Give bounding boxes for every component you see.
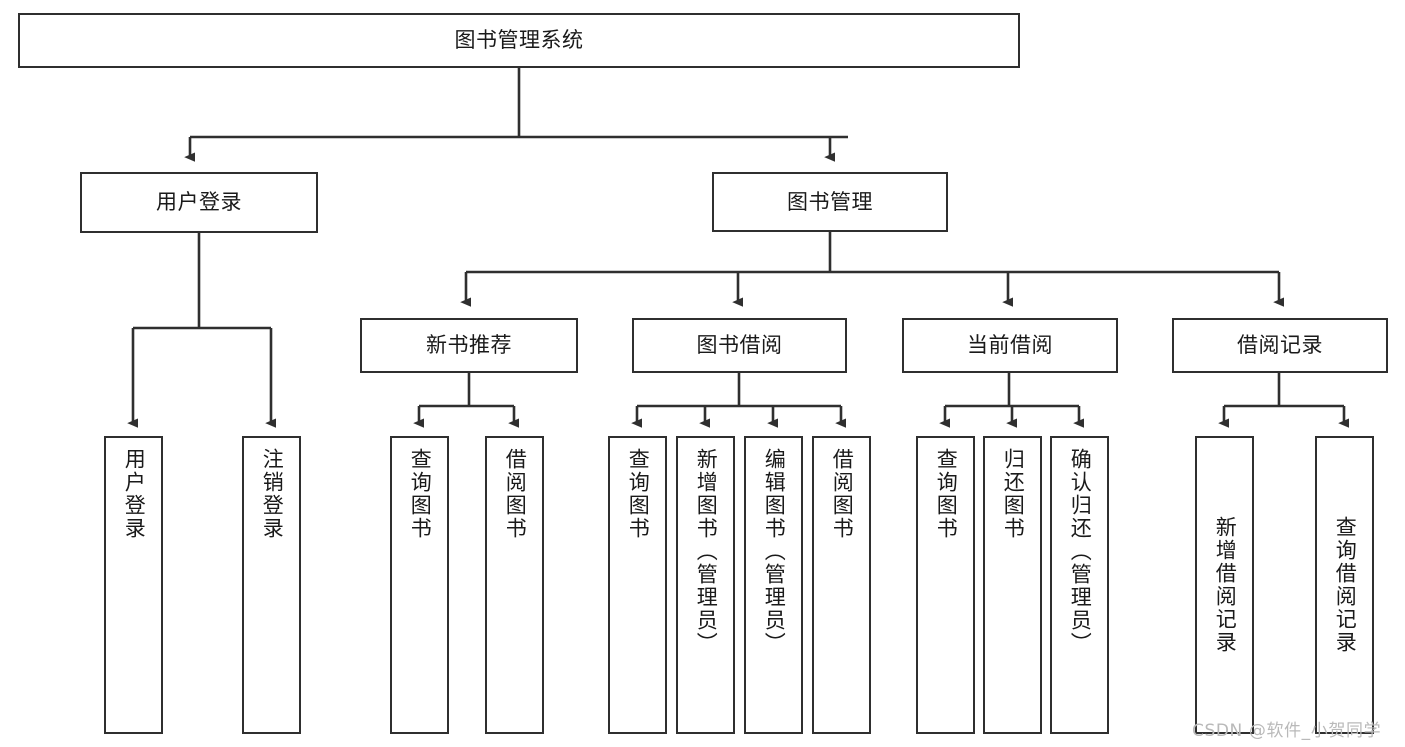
node-user-login[interactable]: 用户登录 <box>80 172 318 233</box>
leaf-return-book[interactable]: 归还图书 <box>983 436 1042 734</box>
node-label: 查询借阅记录 <box>1333 516 1358 654</box>
node-label: 新增图书（管理员） <box>694 448 719 655</box>
node-label: 图书管理系统 <box>454 28 584 53</box>
leaf-add-borrow-record[interactable]: 新增借阅记录 <box>1195 436 1254 734</box>
leaf-query-borrow-record[interactable]: 查询借阅记录 <box>1315 436 1374 734</box>
node-label: 注销登录 <box>260 448 285 540</box>
node-book-borrow[interactable]: 图书借阅 <box>632 318 847 373</box>
node-label: 图书管理 <box>787 189 873 214</box>
node-label: 确认归还（管理员） <box>1068 448 1093 655</box>
node-label: 图书借阅 <box>696 333 783 358</box>
node-label: 当前借阅 <box>967 333 1053 358</box>
node-borrow-record[interactable]: 借阅记录 <box>1172 318 1388 373</box>
leaf-edit-book-admin[interactable]: 编辑图书（管理员） <box>744 436 803 734</box>
leaf-query-book-borrow[interactable]: 查询图书 <box>608 436 667 734</box>
node-new-book-recommend[interactable]: 新书推荐 <box>360 318 578 373</box>
node-root-book-management-system[interactable]: 图书管理系统 <box>18 13 1020 68</box>
leaf-user-login[interactable]: 用户登录 <box>104 436 163 734</box>
leaf-add-book-admin[interactable]: 新增图书（管理员） <box>676 436 735 734</box>
csdn-watermark: CSDN @软件_小贺同学 <box>1192 721 1382 741</box>
node-label: 查询图书 <box>934 448 959 540</box>
node-label: 借阅图书 <box>503 448 528 540</box>
node-label: 编辑图书（管理员） <box>762 448 787 655</box>
leaf-borrow-book-borrow[interactable]: 借阅图书 <box>812 436 871 734</box>
node-label: 新书推荐 <box>426 333 512 358</box>
node-label: 新增借阅记录 <box>1213 516 1238 654</box>
node-current-borrow[interactable]: 当前借阅 <box>902 318 1118 373</box>
node-label: 借阅记录 <box>1237 333 1323 358</box>
node-label: 用户登录 <box>156 190 242 215</box>
node-label: 归还图书 <box>1001 448 1026 540</box>
leaf-confirm-return-admin[interactable]: 确认归还（管理员） <box>1050 436 1109 734</box>
node-label: 查询图书 <box>626 448 651 540</box>
node-label: 借阅图书 <box>830 448 855 540</box>
leaf-query-book-current[interactable]: 查询图书 <box>916 436 975 734</box>
node-book-management[interactable]: 图书管理 <box>712 172 948 232</box>
node-label: 查询图书 <box>408 448 433 540</box>
leaf-borrow-book-recommend[interactable]: 借阅图书 <box>485 436 544 734</box>
leaf-logout-login[interactable]: 注销登录 <box>242 436 301 734</box>
leaf-query-book-recommend[interactable]: 查询图书 <box>390 436 449 734</box>
node-label: 用户登录 <box>122 448 147 540</box>
